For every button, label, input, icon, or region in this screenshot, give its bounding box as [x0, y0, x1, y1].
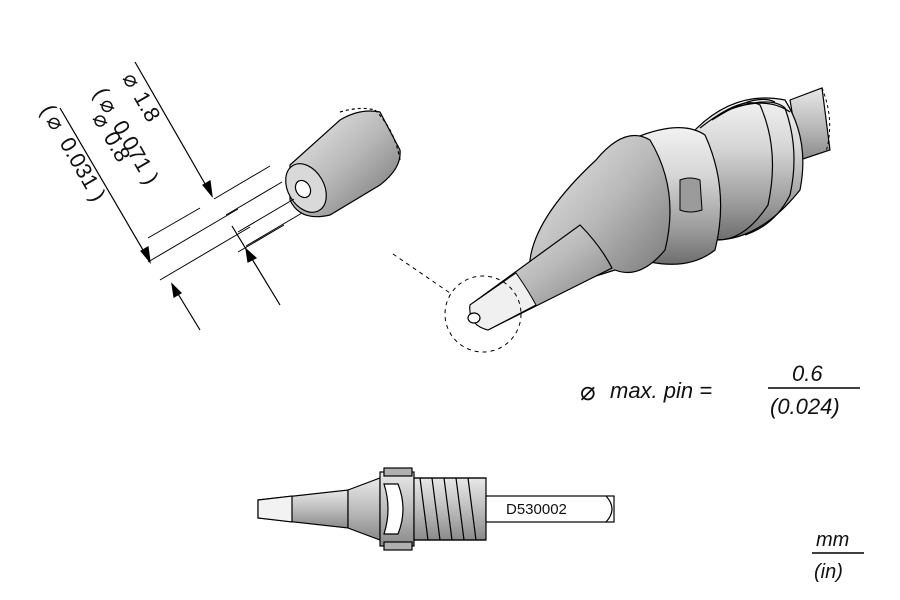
svg-text:): ): [139, 170, 164, 189]
dim-outer-symbol: ⌀: [118, 68, 146, 92]
nozzle-perspective: [392, 87, 831, 353]
max-pin-value-mm: 0.6: [792, 361, 823, 386]
nozzle-side-view: [257, 467, 615, 551]
max-pin-formula: ⌀ max. pin = 0.6 (0.024): [580, 361, 860, 419]
part-number-label: D530002: [506, 501, 567, 518]
max-pin-diameter-symbol: ⌀: [580, 376, 596, 406]
nozzle-threads: [694, 97, 804, 241]
extension-lines: [147, 165, 303, 281]
nozzle-tip-bore: [467, 312, 481, 324]
svg-text:): ): [86, 187, 111, 206]
side-threads: [413, 477, 487, 541]
max-pin-label: max. pin =: [610, 378, 712, 403]
side-shaft: [485, 495, 615, 523]
dim-outer-mm: 1.8: [129, 87, 166, 126]
tip-closeup-bore: [294, 179, 312, 199]
side-cone: [347, 477, 381, 541]
max-pin-value-in: (0.024): [770, 394, 840, 419]
detail-circle: [444, 275, 522, 353]
tip-closeup: ⌀ 1.8 ( ⌀ 0.071 ) ⌀ 0.8 ( ⌀ 0.031 ): [36, 61, 401, 331]
dimension-arrows: [59, 61, 281, 331]
dim-inner-in: 0.031: [55, 133, 104, 193]
units-primary: mm: [816, 529, 849, 551]
units-secondary: (in): [814, 561, 843, 583]
units-legend: mm (in): [812, 529, 864, 583]
